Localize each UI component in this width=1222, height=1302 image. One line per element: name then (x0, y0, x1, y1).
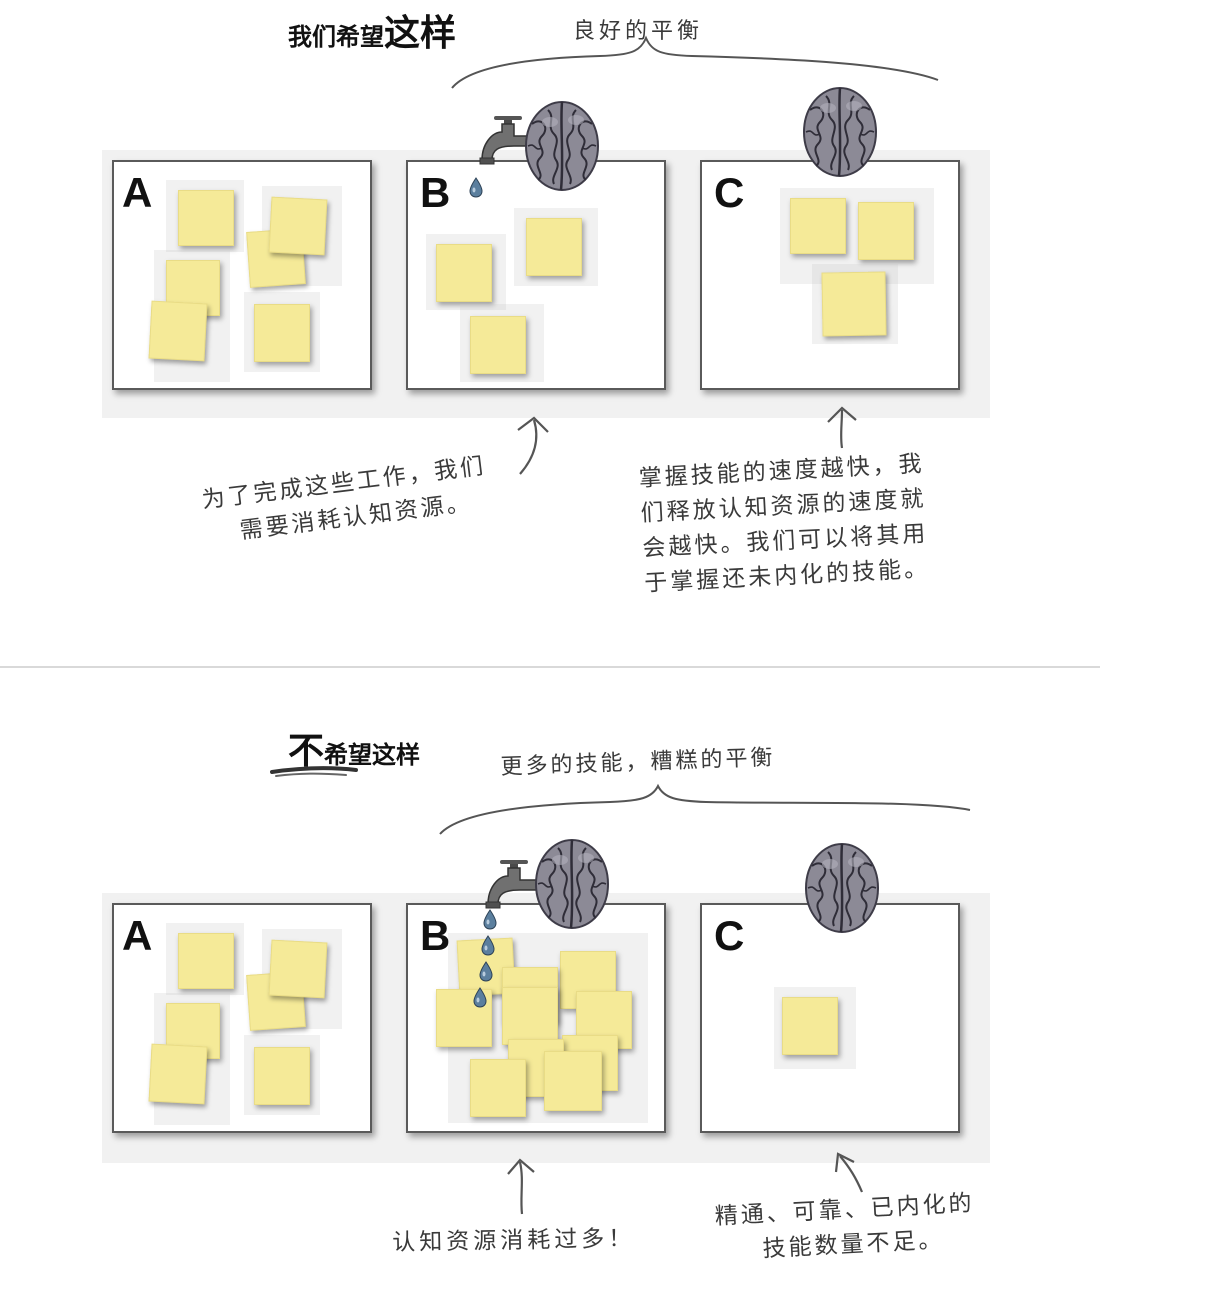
brain-icon (524, 100, 600, 192)
brain-icon (804, 842, 880, 934)
water-drop-icon (481, 935, 495, 956)
top-panel-c: C (700, 160, 960, 390)
sticky-note (544, 1051, 602, 1111)
top-panel-a-label: A (122, 169, 153, 216)
arrow-head (517, 416, 549, 433)
arrow (839, 1155, 864, 1193)
top-title: 我们希望这样 (288, 4, 456, 56)
sticky-note (470, 316, 526, 374)
sticky-note (254, 304, 310, 362)
arrow (840, 409, 844, 449)
arrow-head (827, 406, 857, 423)
section-divider (0, 666, 1100, 668)
top-panel-a: A (112, 160, 372, 390)
top-title-big: 这样 (384, 13, 457, 54)
top-curly-brace (451, 35, 939, 89)
brain-icon (802, 86, 878, 178)
water-drop-icon (479, 961, 493, 982)
bottom-panel-a-label: A (122, 912, 153, 959)
water-drop-icon (473, 987, 487, 1008)
bottom-title: 不希望这样 (288, 722, 420, 774)
title-underline (270, 766, 358, 774)
sticky-note (858, 202, 914, 260)
top-title-small: 我们希望 (288, 23, 384, 51)
bottom-panel-a: A (112, 903, 372, 1133)
bottom-panel-b: B (406, 903, 666, 1133)
bottom-panel-c-label: C (714, 912, 745, 959)
sticky-note (254, 1047, 310, 1105)
sticky-note (790, 198, 846, 254)
bottom-panel-b-label: B (420, 912, 451, 959)
water-drop-icon (483, 909, 497, 930)
bottom-panel-c: C (700, 903, 960, 1133)
sticky-note (470, 1059, 526, 1117)
top-panel-b-label: B (420, 169, 451, 216)
top-panel-b: B (406, 160, 666, 390)
bottom-title-big: 不 (288, 731, 325, 772)
arrow-head (507, 1158, 535, 1175)
sticky-note (526, 218, 582, 276)
sticky-note (502, 987, 558, 1045)
sticky-note (436, 244, 492, 302)
arrow-head (834, 1152, 855, 1173)
arrow (519, 419, 538, 475)
top-panel-c-label: C (714, 169, 745, 216)
arrow (518, 1161, 524, 1215)
sticky-note (782, 997, 838, 1055)
bottom-curly-brace (439, 783, 971, 835)
water-drop-icon (469, 177, 483, 198)
top-brace-label: 良好的平衡 (573, 19, 704, 44)
bottom-title-small: 希望这样 (324, 741, 421, 769)
sticky-note (178, 933, 234, 989)
sticky-note (178, 190, 234, 246)
brain-icon (534, 838, 610, 930)
